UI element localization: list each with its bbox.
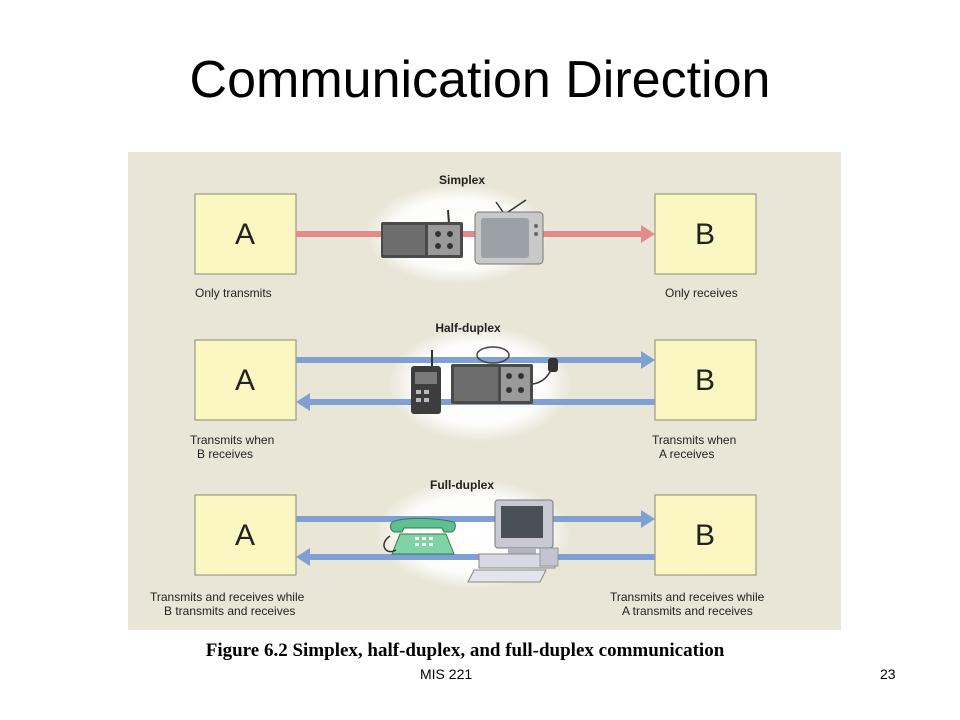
half-duplex-label: Half-duplex — [435, 321, 501, 335]
full-duplex-caption-a-line1: Transmits and receives while — [150, 590, 305, 604]
simplex-caption-b: Only receives — [665, 286, 738, 300]
simplex-letter-a: A — [235, 218, 255, 251]
television-icon — [474, 199, 544, 265]
slide-page-number: 23 — [880, 666, 896, 682]
telephone-icon — [383, 517, 456, 555]
slide-title: Communication Direction — [189, 51, 771, 109]
full-duplex-caption-b-line2: A transmits and receives — [622, 604, 753, 618]
half-duplex-caption-b-line2: A receives — [659, 447, 714, 461]
half-duplex-letter-a: A — [235, 364, 255, 397]
full-duplex-arrow-a-to-b — [296, 510, 655, 528]
simplex-label: Simplex — [439, 173, 485, 187]
full-duplex-box-a — [194, 494, 297, 576]
half-duplex-caption-b-line1: Transmits when — [652, 433, 736, 447]
footer-course-label: MIS 221 — [420, 666, 473, 682]
full-duplex-letter-b: B — [695, 519, 715, 552]
full-duplex-row: Full-duplex A Transmits and receives whi… — [150, 478, 765, 618]
half-duplex-arrow-a-to-b — [296, 351, 655, 369]
full-duplex-caption-b-line1: Transmits and receives while — [610, 590, 765, 604]
half-duplex-row: Half-duplex A Transmits when B receives … — [190, 321, 757, 461]
communication-diagram: Simplex A Only transmits B Only receives — [128, 152, 841, 630]
full-duplex-caption-a-line2: B transmits and receives — [164, 604, 295, 618]
full-duplex-letter-a: A — [235, 519, 255, 552]
full-duplex-box-b — [654, 494, 757, 576]
half-duplex-caption-a-line2: B receives — [197, 447, 253, 461]
simplex-row: Simplex A Only transmits B Only receives — [194, 173, 757, 300]
computer-icon — [467, 499, 559, 583]
simplex-caption-a: Only transmits — [195, 286, 272, 300]
half-duplex-caption-a-line1: Transmits when — [190, 433, 274, 447]
half-duplex-box-b — [654, 339, 757, 421]
walkie-talkie-icon — [411, 350, 441, 414]
simplex-box-b — [654, 193, 757, 275]
radio-icon — [381, 209, 463, 258]
cb-radio-icon — [451, 346, 558, 404]
half-duplex-box-a — [194, 339, 297, 421]
full-duplex-label: Full-duplex — [430, 478, 494, 492]
simplex-letter-b: B — [695, 218, 715, 251]
half-duplex-letter-b: B — [695, 364, 715, 397]
figure-caption: Figure 6.2 Simplex, half-duplex, and ful… — [205, 640, 725, 661]
simplex-arrow-a-to-b — [296, 225, 655, 243]
